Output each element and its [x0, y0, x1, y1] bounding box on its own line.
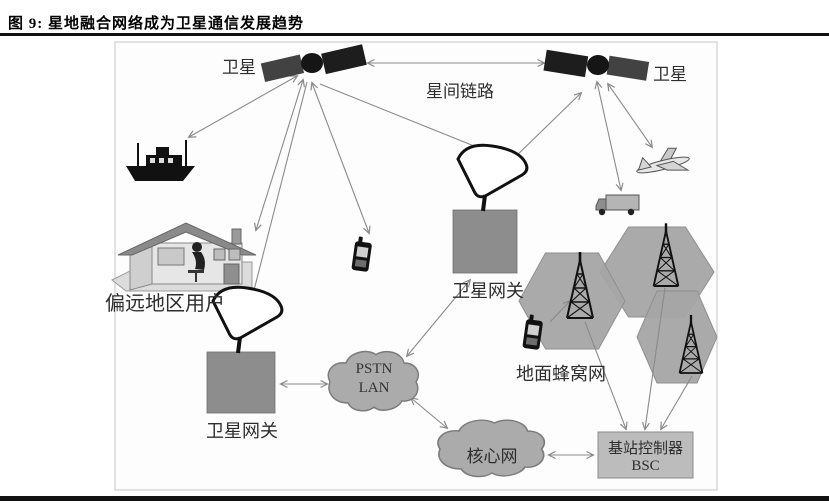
figure-title: 图 9: 星地融合网络成为卫星通信发展趋势 [8, 16, 304, 32]
bsc-box [597, 431, 694, 479]
satellite-gateway-box [452, 209, 518, 274]
gateway-lower-label: 卫星网关 [206, 421, 278, 441]
pstn-line1: PSTN [355, 361, 393, 377]
house-icon [111, 222, 257, 292]
link-satellite-phone [310, 81, 371, 235]
ship-icon [126, 140, 195, 181]
link-lines [187, 58, 693, 460]
bsc-label: 基站控制器 BSC [598, 437, 693, 475]
title-underline [0, 33, 829, 36]
link-tower2-bsc [641, 287, 666, 431]
link-satellite-house [254, 78, 305, 232]
bsc-line1: 基站控制器 [607, 440, 683, 457]
pstn-line2: LAN [358, 380, 390, 396]
core-cloud-label: 核心网 [466, 447, 518, 466]
bsc-line2: BSC [631, 458, 660, 474]
link-satellite-lower-dish [249, 81, 308, 300]
gateway-upper-label: 卫星网关 [452, 281, 524, 301]
airplane-icon [636, 147, 690, 174]
satellite-gateway-box [206, 351, 276, 414]
link-upper-gateway-pstn [405, 278, 472, 358]
link-tower3-bsc [660, 375, 693, 431]
link-pstn-core [409, 396, 449, 430]
link-satellite-upper-dish [319, 83, 496, 156]
satellite-left-label: 卫星 [222, 58, 256, 77]
truck-icon [595, 194, 640, 216]
link-upper-dish-satellite [511, 91, 583, 161]
person-icon [192, 242, 202, 252]
bottom-rule [0, 496, 829, 501]
remote-user-label: 偏远地区用户 [105, 293, 225, 315]
inter-satellite-link-label: 星间链路 [426, 82, 494, 101]
satellite-right-label: 卫星 [653, 65, 687, 84]
link-tower1-bsc [584, 321, 628, 431]
cellular-network-label: 地面蜂窝网 [516, 364, 606, 384]
pstn-cloud-label: PSTN LAN [339, 360, 409, 398]
link-satellite-airplane [606, 82, 654, 149]
link-phone-tower [549, 299, 572, 323]
